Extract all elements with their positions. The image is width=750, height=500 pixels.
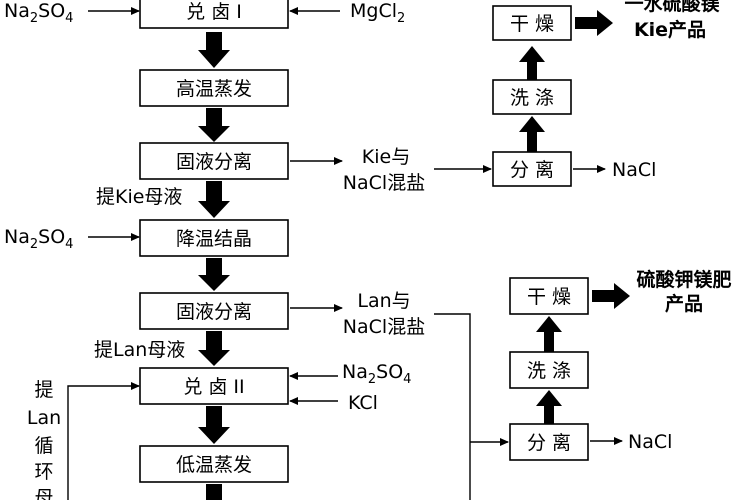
main-step-1-box: 兑 卤 I — [139, 0, 289, 29]
kie-wash-label: 洗 涤 — [510, 87, 554, 109]
kie-separate-label: 分 离 — [510, 159, 554, 181]
lan-dry-label: 干 燥 — [527, 286, 571, 308]
main-step-4-label: 降温结晶 — [176, 228, 252, 250]
main-arrow-5 — [198, 331, 230, 366]
main-step-3-label: 固液分离 — [176, 151, 252, 173]
main-step-2-label: 高温蒸发 — [176, 78, 252, 100]
lan-product-label-2: 产品 — [665, 292, 703, 315]
lan-arrow-up-2 — [536, 316, 562, 352]
input-na2so4-step1-label: Na2SO4 — [4, 0, 73, 26]
kie-product-label-1: 一水硫酸镁 — [624, 0, 719, 15]
main-step-3-box: 固液分离 — [139, 142, 289, 180]
lan-arrow-right — [592, 283, 630, 309]
main-flow-arrows — [198, 32, 230, 500]
mother-liquor-lan-label: 提Lan母液 — [94, 339, 185, 361]
recycle-label-5: 母 — [34, 487, 53, 500]
lan-separate-box — [509, 423, 589, 461]
kie-mix-label-2: NaCl混盐 — [343, 172, 425, 194]
main-step-6-box: 兑 卤 II — [139, 367, 289, 405]
lan-arrow-up-1 — [536, 390, 562, 424]
input-mgcl2-step1: MgCl2 — [289, 0, 405, 26]
kie-product-label-2: Kie产品 — [634, 18, 706, 41]
main-step-4-box: 降温结晶 — [139, 219, 289, 257]
main-step-2-box: 高温蒸发 — [139, 69, 289, 107]
main-arrow-7-stub — [206, 484, 222, 500]
kie-arrow-up-1 — [519, 116, 545, 152]
lan-wash-box — [509, 351, 589, 389]
main-step-7-box: 低温蒸发 — [139, 445, 289, 483]
kie-wash-box — [492, 79, 572, 115]
recycle-label-2: Lan — [27, 407, 61, 429]
kie-dry-box — [492, 5, 572, 41]
kie-nacl-label: NaCl — [612, 159, 656, 181]
main-arrow-6 — [198, 406, 230, 444]
kie-arrow-right — [575, 10, 613, 36]
main-step-6-label: 兑 卤 II — [183, 376, 244, 398]
recycle-label-1: 提 — [34, 379, 53, 401]
kie-branch: Kie与 NaCl混盐 分 离 NaCl 洗 涤 干 燥 一水硫酸镁 Kie产品 — [290, 0, 720, 194]
kie-arrow-up-2 — [519, 46, 545, 80]
kie-separate-box — [492, 151, 572, 187]
recycle-label-4: 环 — [34, 461, 53, 483]
input-na2so4-crystallize-label: Na2SO4 — [4, 226, 73, 252]
input-na2so4-crystallize: Na2SO4 — [4, 226, 140, 252]
kie-dry-label: 干 燥 — [510, 13, 554, 35]
lan-separate-label: 分 离 — [527, 432, 571, 454]
input-na2so4-step6: Na2SO4 — [289, 361, 411, 387]
lan-mix-label-1: Lan与 — [357, 290, 410, 312]
main-step-7-label: 低温蒸发 — [176, 454, 252, 476]
lan-branch: Lan与 NaCl混盐 分 离 NaCl 洗 涤 干 燥 硫酸钾镁肥 产品 — [290, 268, 732, 500]
recycle-label-3: 循 — [34, 435, 53, 457]
input-na2so4-step6-label: Na2SO4 — [342, 361, 411, 387]
main-step-5-label: 固液分离 — [176, 301, 252, 323]
input-kcl-label: KCl — [348, 392, 378, 414]
input-na2so4-step1: Na2SO4 — [4, 0, 140, 26]
kie-mix-label-1: Kie与 — [362, 146, 410, 168]
main-arrow-3 — [198, 181, 230, 218]
main-arrow-4 — [198, 258, 230, 291]
recycle-loop: 提 Lan 循 环 母 — [27, 379, 140, 500]
input-kcl-step6: KCl — [289, 392, 378, 414]
main-step-5-box: 固液分离 — [139, 292, 289, 330]
lan-dry-box — [509, 277, 589, 315]
mother-liquor-kie-label: 提Kie母液 — [96, 186, 182, 208]
main-arrow-2 — [198, 108, 230, 142]
lan-mix-label-2: NaCl混盐 — [343, 316, 425, 338]
lan-wash-label: 洗 涤 — [527, 360, 571, 382]
main-step-1-label: 兑 卤 I — [186, 1, 242, 23]
lan-product-label-1: 硫酸钾镁肥 — [636, 268, 731, 291]
lan-nacl-label: NaCl — [628, 431, 672, 453]
input-mgcl2-label: MgCl2 — [350, 0, 405, 26]
main-arrow-1 — [198, 32, 230, 68]
